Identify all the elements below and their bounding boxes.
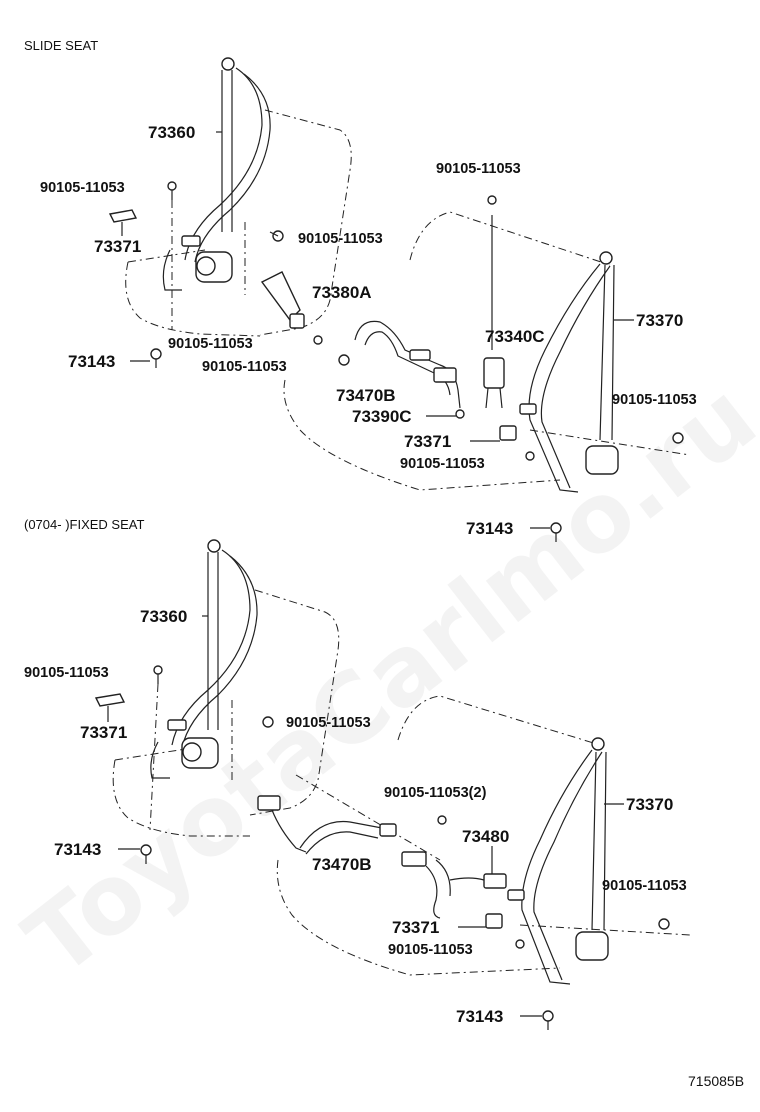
label-73143: 73143	[54, 840, 101, 859]
slide-clip-73371-icon	[108, 209, 138, 223]
slide-buckle-73340C	[483, 195, 505, 409]
label-73371: 73371	[80, 723, 127, 742]
label-90105-11053: 90105-11053	[602, 878, 687, 894]
label-73371: 73371	[94, 237, 141, 256]
label-90105-11053: 90105-11053	[286, 715, 371, 731]
fixed-right-belt-73370	[485, 737, 609, 985]
label-90105-11053: 90105-11053	[202, 359, 287, 375]
label-90105-11053: 90105-11053	[298, 231, 383, 247]
fixed-bolts-right-icon	[515, 918, 670, 1030]
label-73371: 73371	[392, 918, 439, 937]
slide-right-belt-73370	[499, 251, 619, 493]
section-title-fixed-seat: (0704- )FIXED SEAT	[24, 517, 144, 532]
label-73143: 73143	[68, 352, 115, 371]
fixed-right-seat-outline	[276, 695, 691, 976]
label-73390C: 73390C	[352, 407, 412, 426]
label-73470B: 73470B	[312, 855, 372, 874]
slide-left-seat-outline	[125, 109, 352, 337]
slide-left-belt-73360	[162, 57, 271, 291]
label-73143: 73143	[466, 519, 513, 538]
label-73143: 73143	[456, 1007, 503, 1026]
section-title-slide-seat: SLIDE SEAT	[24, 38, 98, 53]
label-73380A: 73380A	[312, 283, 372, 302]
label-90105-11053: 90105-11053	[400, 456, 485, 472]
label-90105-11053: 90105-11053	[168, 336, 253, 352]
label-73370: 73370	[636, 311, 683, 330]
label-90105-11053: 90105-11053	[40, 180, 125, 196]
slide-bolt-mid-left-icon	[269, 230, 284, 242]
label-73340C: 73340C	[485, 327, 545, 346]
label-90105-11053: 90105-11053	[24, 665, 109, 681]
label-73371: 73371	[404, 432, 451, 451]
slide-bolts-right-icon	[525, 432, 684, 542]
label-73480: 73480	[462, 827, 509, 846]
fixed-clip-73371-icon	[94, 693, 126, 707]
slide-right-seat-outline	[283, 211, 691, 491]
fixed-left-belt-73360	[150, 539, 258, 779]
slide-bolt-73143-a-icon	[150, 348, 162, 368]
label-90105-11053-2: 90105-11053(2)	[384, 785, 487, 801]
slide-center-belt-73470B	[354, 320, 465, 419]
label-73370: 73370	[626, 795, 673, 814]
label-90105-11053: 90105-11053	[436, 161, 521, 177]
fixed-bolts-left-icon	[140, 665, 274, 864]
diagram-id: 715085B	[688, 1073, 744, 1089]
label-73360: 73360	[148, 123, 195, 142]
watermark: ToyotaCarlmo.ru	[5, 361, 760, 998]
label-73470B: 73470B	[336, 386, 396, 405]
slide-buckle-73380A	[260, 271, 305, 329]
slide-bolt-lower-mid-icon	[313, 335, 350, 366]
fixed-buckle-73480	[425, 815, 507, 919]
fixed-center-belt-73470B	[257, 795, 427, 867]
label-73360: 73360	[140, 607, 187, 626]
slide-bolt-upper-left-icon	[167, 181, 177, 330]
label-90105-11053: 90105-11053	[612, 392, 697, 408]
label-90105-11053: 90105-11053	[388, 942, 473, 958]
